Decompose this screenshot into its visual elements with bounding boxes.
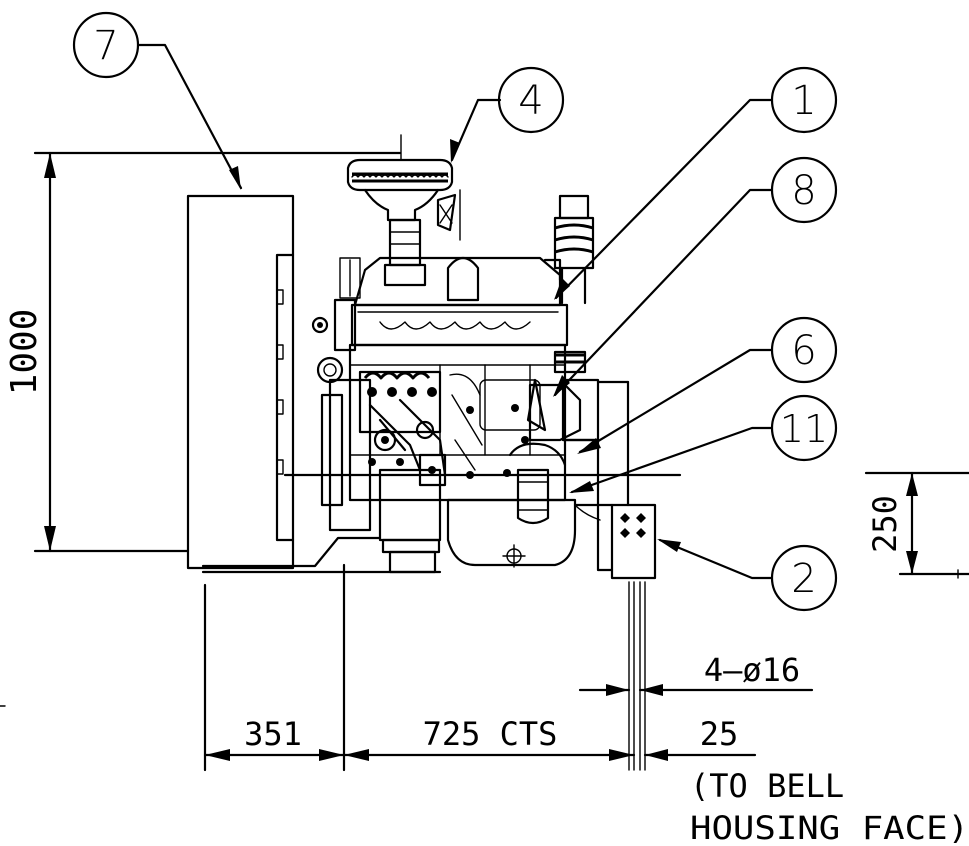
callout-11-label: 11 <box>780 407 828 451</box>
dimension-bottom-chain <box>203 563 814 772</box>
callout-1: 1 <box>770 66 838 134</box>
callout-2-label: 2 <box>791 556 816 602</box>
exhaust-outlet <box>543 194 595 305</box>
fuel-pump-cluster <box>358 370 529 487</box>
dimension-mount-height: 250 <box>864 471 969 579</box>
callout-8: 8 <box>770 156 838 224</box>
bell-note-line1: (TO BELL <box>690 767 844 805</box>
callout-11: 11 <box>770 394 838 462</box>
radiator <box>186 194 442 574</box>
rear-engine-mount <box>574 503 657 580</box>
dimension-front-overhang-label: 351 <box>244 715 302 753</box>
callout-7: 7 <box>72 11 140 79</box>
callout-6: 6 <box>770 316 838 384</box>
callout-6-label: 6 <box>791 328 816 374</box>
dimension-height-total-label: 1000 <box>4 309 45 396</box>
dimension-mount-height-label: 250 <box>866 495 904 553</box>
callout-8-label: 8 <box>791 168 816 214</box>
callout-2: 2 <box>770 544 838 612</box>
callout-4: 4 <box>497 66 565 134</box>
air-cleaner <box>346 134 461 287</box>
dimension-hole-spec-label: 4–ø16 <box>704 651 800 689</box>
callout-1-label: 1 <box>791 78 816 124</box>
leader-lines <box>136 43 774 580</box>
oil-filter <box>508 442 567 525</box>
bell-note-line2: HOUSING FACE) <box>690 809 969 846</box>
dimension-bell-offset-label: 25 <box>700 715 739 753</box>
engine-block <box>283 256 682 574</box>
callout-4-label: 4 <box>518 78 543 124</box>
dimension-height-total: 1000 <box>4 151 402 553</box>
dimension-mount-centers-label: 725 CTS <box>423 715 558 753</box>
callout-7-label: 7 <box>93 23 118 69</box>
